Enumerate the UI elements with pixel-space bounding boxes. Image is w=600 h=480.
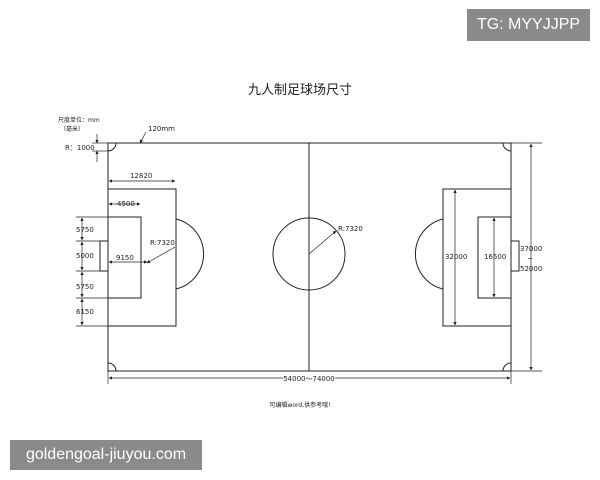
field-width-max-label: 52000 <box>520 265 542 273</box>
footer-note: 可编辑word,供参考哦! <box>269 401 330 409</box>
goal-area-offset-label: 5750 <box>76 226 94 234</box>
unit-label-sub: （毫米） <box>60 125 84 133</box>
center-circle <box>272 217 346 291</box>
center-circle-radius-label: R:7320 <box>338 225 363 233</box>
penalty-area-depth-label: 12820 <box>130 172 152 180</box>
penalty-arc-left <box>175 218 205 290</box>
corner-arc-top-right <box>502 142 512 152</box>
goal-left <box>99 240 109 272</box>
goal-area-offset-lower-label: 5750 <box>76 283 94 291</box>
penalty-spot-distance-label: 9150 <box>116 254 134 262</box>
corner-arc-bottom-right <box>502 362 512 372</box>
watermark-tg-badge: TG: MYYJJPP <box>467 9 590 41</box>
field-width-label: 37000 <box>520 245 542 253</box>
unit-label: 尺度单位：mm <box>58 116 100 124</box>
goal-width-label: 5000 <box>76 252 94 260</box>
goal-area-depth-label: 4500 <box>117 200 135 208</box>
penalty-area-width-label: 32000 <box>445 253 467 261</box>
diagram-title: 九人制足球场尺寸 <box>248 83 352 98</box>
goal-right <box>510 240 520 272</box>
line-width-label: 120mm <box>148 125 175 133</box>
corner-radius-label: R：1000 <box>65 144 95 152</box>
penalty-area-offset-lower-label: 6150 <box>76 308 94 316</box>
penalty-arc-right <box>414 218 444 290</box>
corner-arc-bottom-left <box>107 362 117 372</box>
penalty-arc-radius-label: R:7320 <box>150 239 175 247</box>
field-width-tilde: ~ <box>527 255 533 263</box>
corner-arc-top-left <box>107 142 117 152</box>
goal-area-width-label: 16500 <box>484 253 506 261</box>
field-length-label: 54000～74000 <box>283 375 335 383</box>
watermark-site-badge: goldengoal-jiuyou.com <box>10 440 202 470</box>
